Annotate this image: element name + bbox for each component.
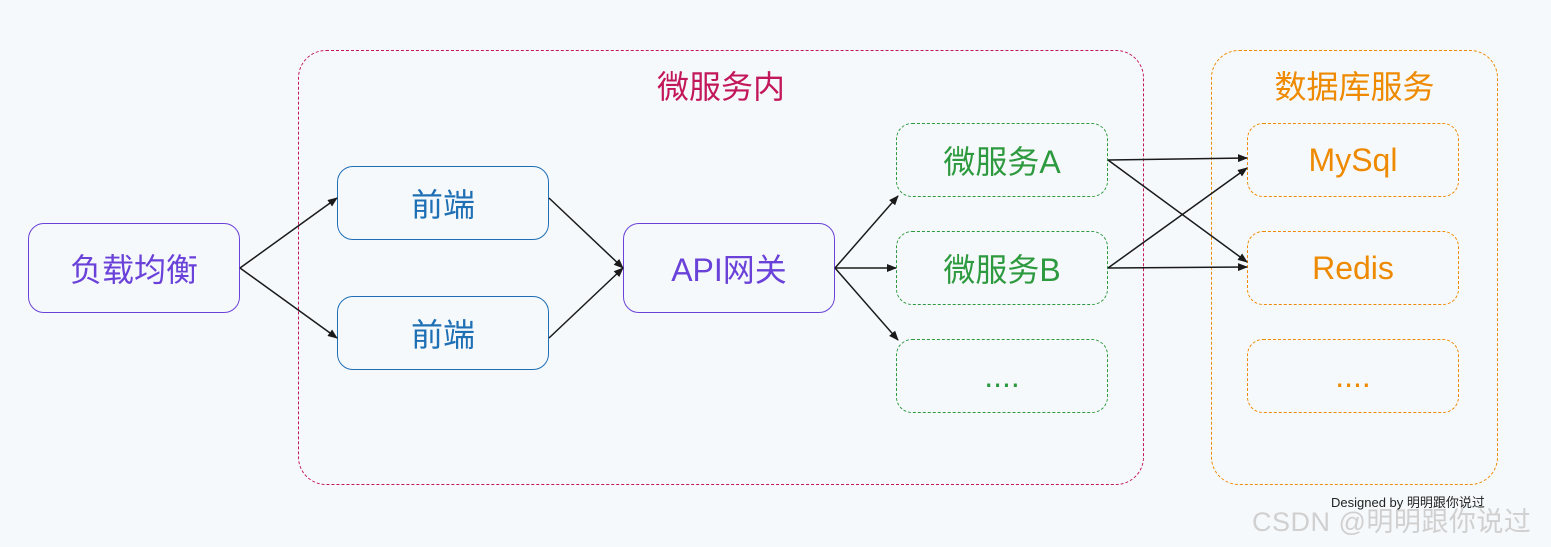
arrow-frontend-top-to-gateway: [548, 197, 624, 269]
redis-node: Redis: [1247, 231, 1459, 305]
arrow-frontend-bottom-to-gateway: [548, 267, 624, 339]
frontend-node-top: 前端: [337, 166, 549, 240]
load-balancer-node: 负载均衡: [28, 223, 240, 313]
csdn-watermark: CSDN @明明跟你说过: [1252, 507, 1532, 537]
service-a-node: 微服务A: [896, 123, 1108, 197]
mysql-node: MySql: [1247, 123, 1459, 197]
service-b-node: 微服务B: [896, 231, 1108, 305]
arrow-gateway-to-service-a: [834, 195, 899, 269]
arrow-lb-to-frontend-top: [239, 197, 338, 269]
arrow-service-b-to-mysql: [1107, 167, 1248, 269]
arrow-service-a-to-mysql: [1107, 154, 1248, 163]
arrow-service-b-to-redis: [1107, 263, 1248, 272]
microservice-group: 微服务内: [298, 50, 1144, 485]
microservice-group-title: 微服务内: [656, 69, 785, 105]
service-more-node: ....: [896, 339, 1108, 413]
designer-credit: Designed by 明明跟你说过: [1331, 495, 1485, 510]
frontend-node-bottom: 前端: [337, 296, 549, 370]
db-more-node: ....: [1247, 339, 1459, 413]
arrow-service-a-to-redis: [1107, 159, 1248, 263]
arrow-gateway-to-service-more: [834, 267, 899, 341]
arrow-lb-to-frontend-bottom: [239, 267, 338, 339]
database-group-title: 数据库服务: [1274, 69, 1435, 105]
